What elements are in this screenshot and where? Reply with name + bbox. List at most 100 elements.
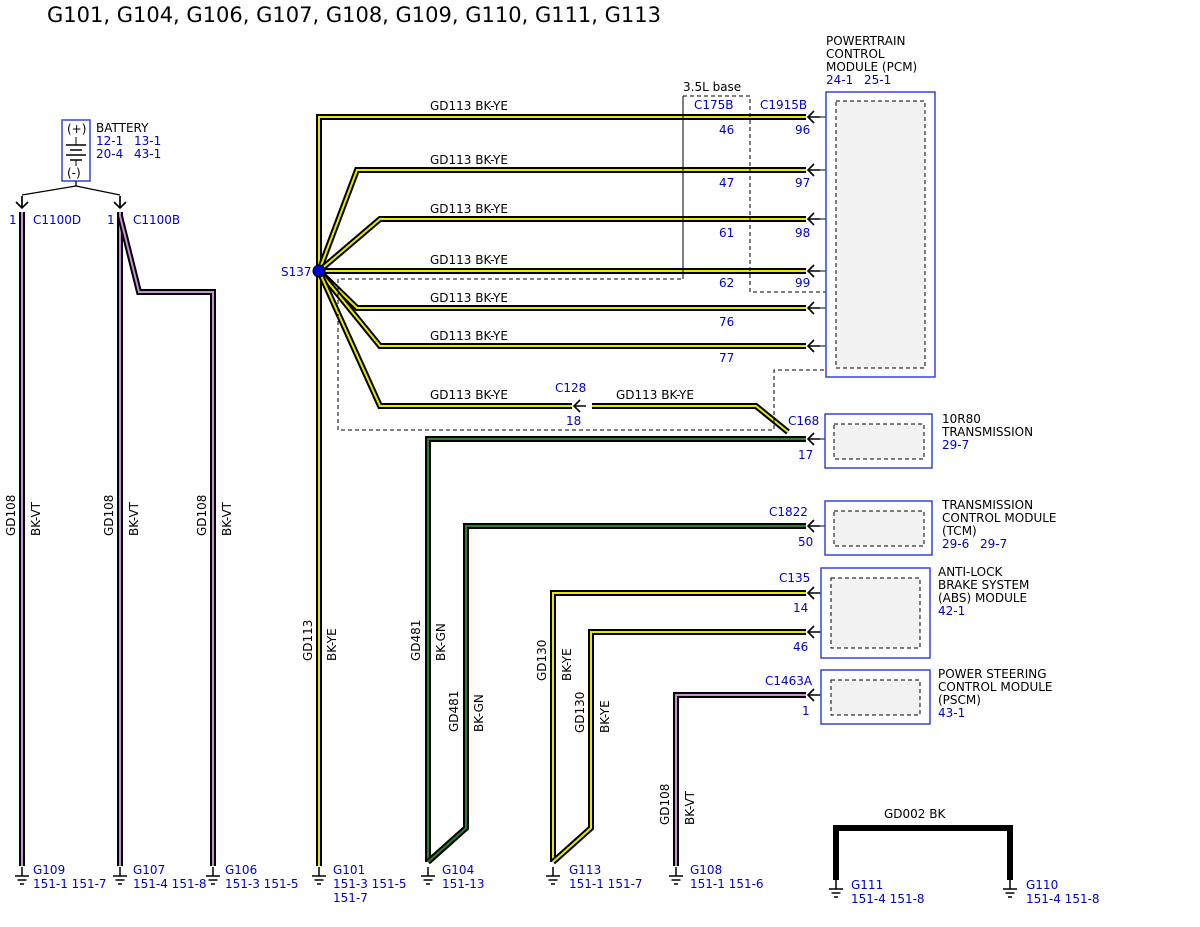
battery-ref-1[interactable]: 12-1: [96, 134, 123, 148]
battery-ref-2[interactable]: 13-1: [134, 134, 161, 148]
g113-ref[interactable]: 151-1 151-7: [569, 877, 643, 891]
w7-color: BK-YE: [560, 648, 574, 681]
abs-module[interactable]: [820, 567, 931, 659]
tcm-ref-2[interactable]: 29-7: [980, 537, 1007, 551]
tcm-ref-1[interactable]: 29-6: [942, 537, 969, 551]
pcm-pin-98[interactable]: 98: [795, 226, 810, 240]
w4-color: BK-YE: [325, 628, 339, 661]
abs-ref-1[interactable]: 42-1: [938, 604, 965, 618]
c135-pin-14[interactable]: 14: [793, 601, 808, 615]
battery-ref-4[interactable]: 43-1: [134, 147, 161, 161]
c175b-pin-1[interactable]: 46: [719, 123, 734, 137]
g104-label[interactable]: G104: [442, 863, 474, 877]
c135-label[interactable]: C135: [779, 571, 810, 585]
trans-title-1: 10R80: [942, 412, 981, 426]
battery-ref-3[interactable]: 20-4: [96, 147, 123, 161]
wire-gd113-pcm-77[interactable]: [316, 269, 806, 349]
w1-circuit: GD108: [4, 495, 18, 536]
g110-label[interactable]: G110: [1026, 878, 1058, 892]
wire-gd108-pscm[interactable]: [673, 692, 806, 866]
c1100d-pin[interactable]: 1: [9, 213, 17, 227]
tcm-module[interactable]: [824, 500, 933, 556]
w9-color: BK-VT: [683, 790, 697, 825]
connector-arrow-icon: [807, 301, 821, 315]
c128-pin[interactable]: 18: [566, 414, 581, 428]
connector-arrow-icon: [807, 432, 821, 446]
wire-gd481-c168[interactable]: [425, 436, 806, 862]
pcm-ref-1[interactable]: 24-1: [826, 73, 853, 87]
pcm-wire-label-3: GD113 BK-YE: [430, 202, 508, 216]
wire-gd002[interactable]: [833, 825, 1013, 880]
g104-ref[interactable]: 151-13: [442, 877, 485, 891]
connector-arrow-icon: [807, 586, 821, 600]
pcm-ref-2[interactable]: 25-1: [864, 73, 891, 87]
c1100d-label[interactable]: C1100D: [33, 213, 81, 227]
c175b-pin-3[interactable]: 61: [719, 226, 734, 240]
g107-label[interactable]: G107: [133, 863, 165, 877]
c128-label[interactable]: C128: [555, 381, 586, 395]
w5-circuit: GD481: [409, 620, 423, 661]
w3-color: BK-VT: [220, 501, 234, 536]
pcm-pin-99[interactable]: 99: [795, 276, 810, 290]
splice-s137[interactable]: [312, 264, 326, 278]
g101-ref[interactable]: 151-3 151-5: [333, 877, 407, 891]
wire-gd113-c128-left[interactable]: [316, 269, 572, 409]
wire-gd481-c1822[interactable]: [425, 523, 806, 865]
c1100b-label[interactable]: C1100B: [133, 213, 180, 227]
pcm-module[interactable]: [825, 91, 936, 378]
c168-label[interactable]: C168: [788, 414, 819, 428]
connector-arrow-icon: [807, 688, 821, 702]
transmission-module[interactable]: [824, 413, 933, 469]
c1463a-label[interactable]: C1463A: [765, 674, 813, 688]
g110-ref[interactable]: 151-4 151-8: [1026, 892, 1100, 906]
wire-gd113-pcm-97[interactable]: [316, 167, 806, 273]
g106-ref[interactable]: 151-3 151-5: [225, 877, 299, 891]
c175b-pin-2[interactable]: 47: [719, 176, 734, 190]
wire-gd130-c135-46[interactable]: [550, 629, 806, 865]
g113-label[interactable]: G113: [569, 863, 601, 877]
pcm-pin-76[interactable]: 76: [719, 315, 734, 329]
pscm-ref-1[interactable]: 43-1: [938, 706, 965, 720]
g101-ref-2[interactable]: 151-7: [333, 891, 368, 905]
ground-g107-icon: [112, 866, 128, 885]
pcm-wire-label-2: GD113 BK-YE: [430, 153, 508, 167]
g106-label[interactable]: G106: [225, 863, 257, 877]
ground-g110-icon: [1002, 879, 1018, 898]
g101-label[interactable]: G101: [333, 863, 365, 877]
wire-gd113-pcm-96[interactable]: [316, 114, 806, 271]
w3-circuit: GD108: [195, 495, 209, 536]
g111-label[interactable]: G111: [851, 878, 883, 892]
g109-ref[interactable]: 151-1 151-7: [33, 877, 107, 891]
splice-label[interactable]: S137: [281, 265, 312, 279]
c1822-pin[interactable]: 50: [798, 535, 813, 549]
wire-gd113-pcm-98[interactable]: [317, 216, 806, 274]
w8-circuit: GD130: [573, 692, 587, 733]
g107-ref[interactable]: 151-4 151-8: [133, 877, 207, 891]
c1822-label[interactable]: C1822: [769, 505, 808, 519]
c175b-label[interactable]: C175B: [694, 98, 734, 112]
c1915b-label[interactable]: C1915B: [760, 98, 807, 112]
wire-gd130-c135-14[interactable]: [550, 590, 806, 862]
battery-label: BATTERY: [96, 121, 149, 135]
g108-label[interactable]: G108: [690, 863, 722, 877]
w1-color: BK-VT: [29, 501, 43, 536]
pcm-pin-97[interactable]: 97: [795, 176, 810, 190]
pcm-pin-77[interactable]: 77: [719, 351, 734, 365]
pscm-module[interactable]: [820, 669, 931, 725]
c175b-pin-4[interactable]: 62: [719, 276, 734, 290]
g109-label[interactable]: G109: [33, 863, 65, 877]
trans-ref-1[interactable]: 29-7: [942, 438, 969, 452]
tcm-title-1: TRANSMISSION: [941, 498, 1033, 512]
c168-pin[interactable]: 17: [798, 448, 813, 462]
g108-ref[interactable]: 151-1 151-6: [690, 877, 764, 891]
base-option-label: 3.5L base: [683, 80, 741, 94]
c135-pin-46[interactable]: 46: [793, 640, 808, 654]
connector-arrow-icon: [807, 110, 821, 124]
c1463a-pin[interactable]: 1: [802, 704, 810, 718]
wire-gd108-g106[interactable]: [117, 215, 216, 866]
wire-gd113-c128-right[interactable]: [592, 403, 790, 435]
c1100b-pin[interactable]: 1: [107, 213, 115, 227]
pcm-pin-96[interactable]: 96: [795, 123, 810, 137]
g111-ref[interactable]: 151-4 151-8: [851, 892, 925, 906]
w2-circuit: GD108: [102, 495, 116, 536]
